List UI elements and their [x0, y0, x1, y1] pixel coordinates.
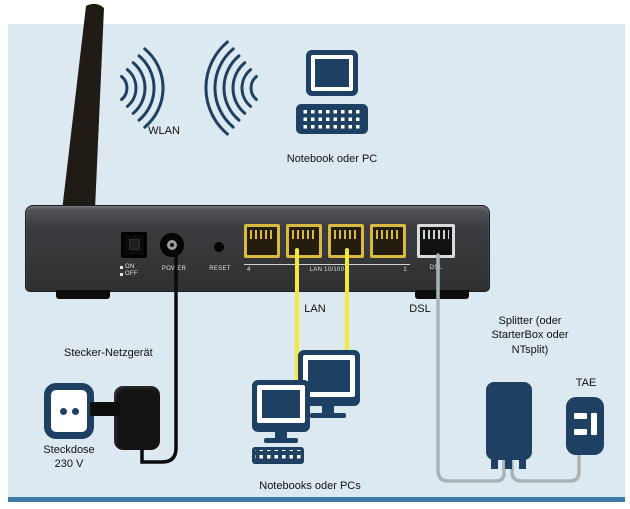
power-jack-label: POWER [161, 266, 187, 272]
tae-cable [510, 450, 581, 483]
plug-icon [90, 402, 120, 416]
wall-socket-label-line1: Steckdose [43, 444, 95, 456]
tae-slot [574, 413, 587, 419]
splitter-label: Splitter (oder StarterBox oder NTsplit) [452, 314, 608, 357]
notebooks-pcs-icon [252, 350, 360, 464]
socket-pin-hole [59, 407, 67, 415]
dsl-cable [436, 253, 506, 483]
power-adapter-label: Stecker-Netzgerät [64, 347, 153, 359]
lan-port-4 [244, 224, 280, 258]
tae-slot [591, 413, 597, 435]
notebooks-pcs-label: Notebooks oder PCs [259, 480, 361, 492]
switch-mark-icon [120, 266, 123, 269]
splitter-leg [491, 459, 498, 469]
router-foot [56, 290, 110, 299]
splitter-label-line3: NTsplit) [511, 343, 549, 356]
tae-jack-icon [566, 397, 604, 455]
splitter-label-line1: Splitter (oder [498, 315, 562, 327]
tae-label: TAE [575, 377, 597, 389]
reset-label: RESET [209, 266, 231, 272]
lan-port-1 [370, 224, 406, 258]
notebook-pc-icon [296, 50, 368, 134]
power-adapter-icon [114, 386, 160, 450]
lan-cable-label: LAN [304, 303, 326, 315]
bottom-rule [8, 497, 625, 502]
reset-button [214, 242, 224, 252]
wall-socket-icon [44, 383, 94, 439]
dsl-cable-label: DSL [409, 303, 431, 315]
switch-on-label: ON [125, 264, 135, 270]
notebook-pc-label: Notebook oder PC [286, 153, 378, 165]
lan-ports-bracket: 4 LAN 10/100 1 [244, 264, 410, 273]
wlan-label: WLAN [148, 125, 180, 137]
lan-port-group [244, 224, 410, 258]
socket-pin-hole [71, 407, 79, 415]
lan-port-number-last: 1 [403, 267, 407, 273]
lan-ports-label: LAN 10/100 [309, 267, 345, 273]
power-switch [121, 232, 147, 258]
splitter-leg [505, 459, 512, 469]
splitter-icon [486, 382, 532, 469]
tae-slot [574, 429, 587, 435]
splitter-leg [519, 459, 526, 469]
splitter-label-line2: StarterBox oder [491, 329, 569, 342]
wall-socket-label-line2: 230 V [54, 458, 84, 471]
power-jack [160, 233, 184, 257]
router-rear-panel: ON OFF POWER RESET 4 LAN 10/100 1 DSL [25, 205, 490, 299]
switch-mark-icon [120, 273, 123, 276]
lan-port-number-first: 4 [247, 267, 251, 273]
wlan-waves-right-icon [204, 40, 258, 136]
power-cable [140, 250, 178, 464]
wlan-waves-left-icon [120, 47, 165, 129]
switch-off-label: OFF [125, 271, 138, 277]
wall-socket-label: Steckdose 230 V [28, 443, 110, 472]
antenna-icon [60, 3, 104, 232]
dsl-port-label: DSL [429, 265, 443, 271]
dsl-port [417, 224, 455, 258]
power-switch-label: ON OFF [112, 264, 158, 278]
lan-port-3 [286, 224, 322, 258]
router-foot [415, 290, 469, 299]
